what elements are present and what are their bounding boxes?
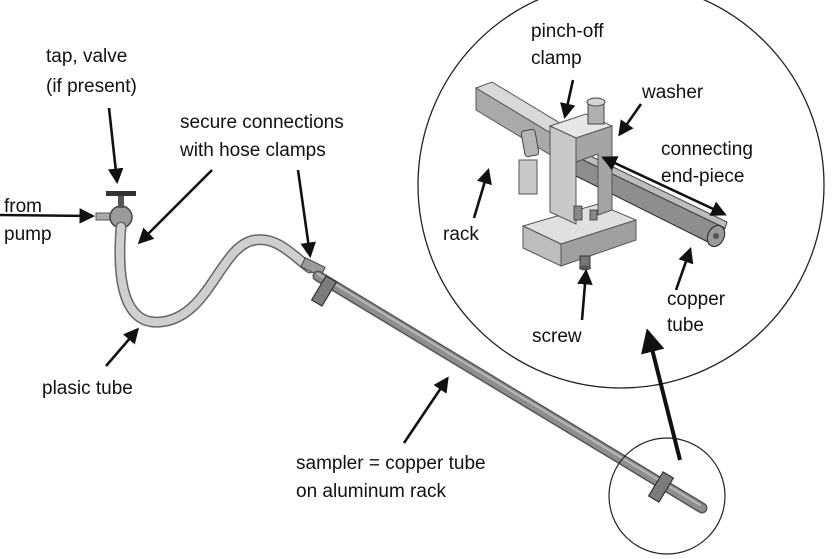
arrow-tap xyxy=(107,107,124,185)
arrow-rack xyxy=(472,168,492,219)
label-pinch-1: pinch-off xyxy=(531,21,604,42)
label-connecting-1: connecting xyxy=(661,139,753,160)
tap-valve xyxy=(95,191,136,229)
label-washer: washer xyxy=(641,82,704,103)
label-plastic-tube: plasic tube xyxy=(42,378,133,399)
label-secure-2: with hose clamps xyxy=(179,140,326,161)
arrow-plastic-tube xyxy=(105,327,140,367)
arrow-copper-tube xyxy=(674,247,694,291)
arrow-sampler xyxy=(402,376,449,444)
arrow-washer xyxy=(618,103,643,137)
arrow-screw xyxy=(577,268,593,321)
label-copper-2: tube xyxy=(667,315,704,336)
label-secure-1: secure connections xyxy=(180,112,344,133)
label-sampler-1: sampler = copper tube xyxy=(296,453,486,474)
label-pinch-2: clamp xyxy=(531,48,582,69)
label-sampler-2: on aluminum rack xyxy=(296,481,446,502)
label-tap-1: tap, valve xyxy=(46,46,127,67)
arrow-pinch xyxy=(560,79,576,120)
arrows xyxy=(0,79,727,461)
arrow-from-pump xyxy=(0,208,96,224)
label-from-2: pump xyxy=(4,224,52,245)
sampler-copper-tube xyxy=(310,270,708,514)
label-copper-1: copper xyxy=(667,289,726,310)
arrow-end-piece xyxy=(601,156,727,216)
arrow-zoom xyxy=(641,328,682,461)
label-tap-2: (if present) xyxy=(46,76,137,97)
label-rack: rack xyxy=(443,224,479,245)
label-from-1: from xyxy=(4,196,42,217)
detail-locator-circle xyxy=(608,437,726,555)
arrow-secure-left xyxy=(137,169,213,245)
label-screw: screw xyxy=(532,326,582,347)
arrow-secure-right xyxy=(296,169,316,259)
label-connecting-2: end-piece xyxy=(661,166,744,187)
